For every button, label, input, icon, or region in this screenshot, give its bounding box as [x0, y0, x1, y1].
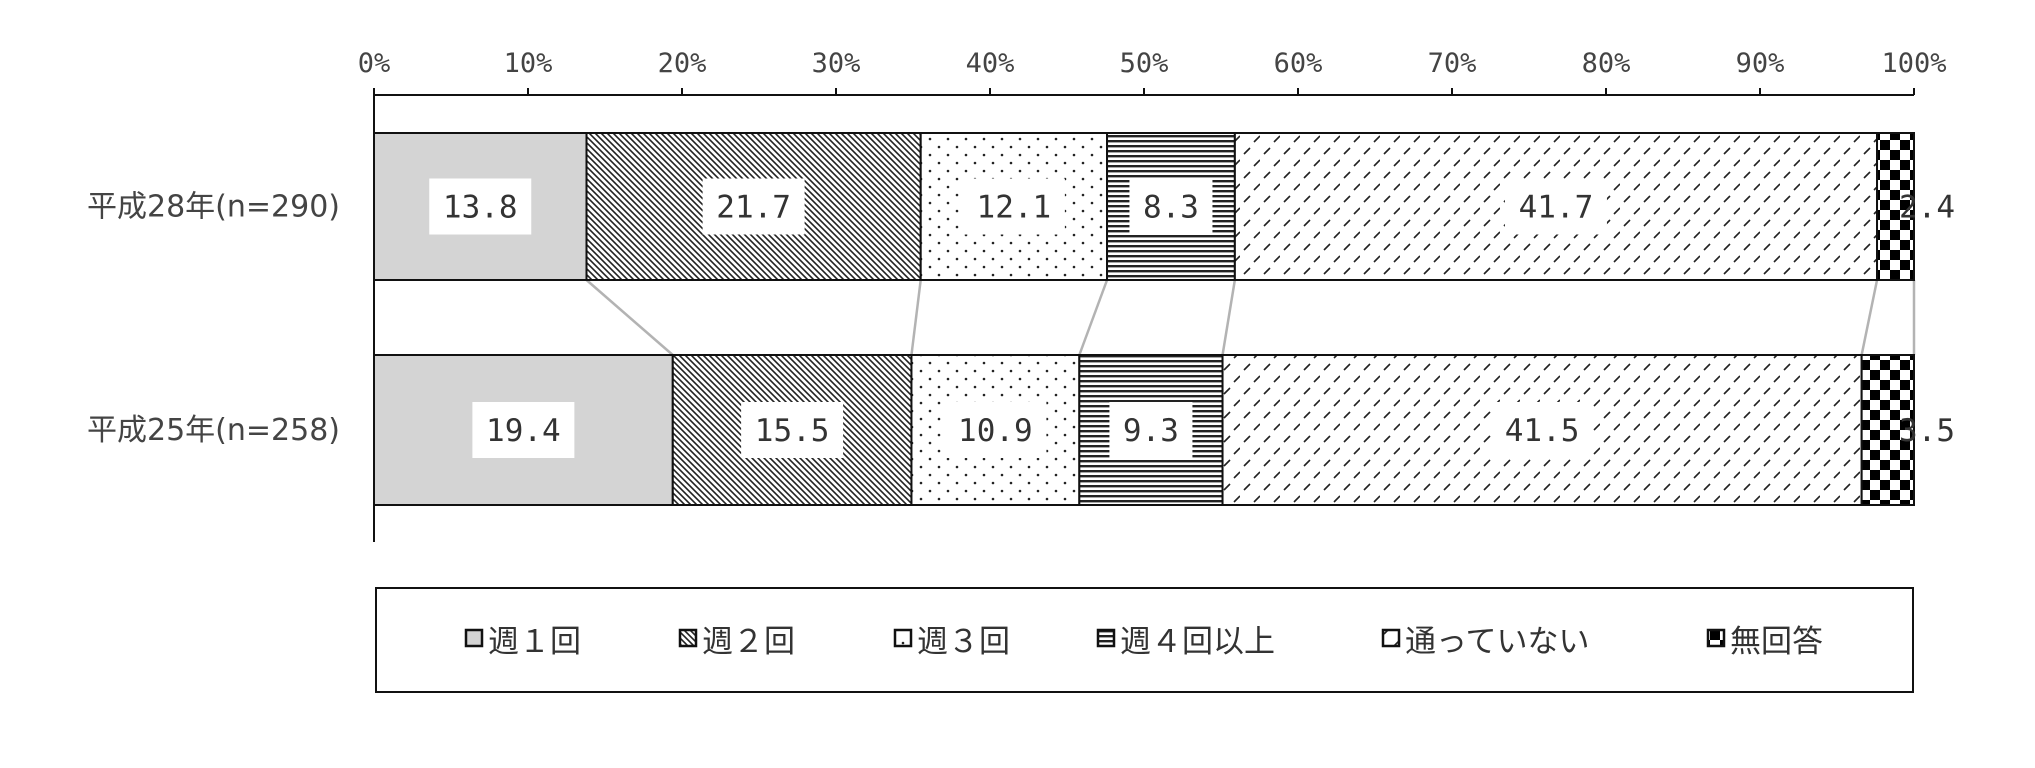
legend-label: 週４回以上	[1120, 624, 1275, 660]
legend-swatch	[464, 628, 484, 648]
value-label: 13.8	[443, 190, 518, 226]
value-label-box	[472, 402, 575, 458]
value-label: 10.9	[958, 413, 1033, 449]
x-tick-label: 10%	[504, 48, 553, 79]
bar-segment	[1233, 132, 1879, 281]
x-tick-label: 30%	[812, 48, 861, 79]
x-axis: 0% 10% 20% 30% 40% 50% 60% 70% 80% 90% 100%	[358, 48, 1947, 542]
value-label-box	[1129, 178, 1213, 235]
legend: 週１回 週２回 週３回 週４回以上 通っていない 無回答	[375, 587, 1914, 693]
legend-swatch	[1096, 628, 1116, 648]
x-tick-label: 100%	[1881, 48, 1946, 79]
x-tick-label: 0%	[358, 48, 391, 79]
legend-label: 週３回	[917, 624, 1010, 660]
x-tick-label: 80%	[1582, 48, 1631, 79]
connector-line	[910, 279, 922, 356]
legend-swatch	[1706, 628, 1726, 648]
legend-label: 無回答	[1730, 624, 1823, 660]
bar-segment	[1860, 354, 1916, 506]
value-label-box	[429, 178, 532, 235]
legend-label: 週２回	[702, 624, 795, 660]
value-label: 2.4	[1899, 190, 1955, 226]
value-label-box	[944, 402, 1047, 458]
value-label-box	[1109, 402, 1193, 458]
connector-line	[585, 279, 674, 356]
legend-label: 通っていない	[1405, 624, 1589, 660]
legend-box	[375, 587, 1914, 693]
category-label: 平成28年(n=290)	[87, 190, 340, 225]
legend-label: 週１回	[488, 624, 581, 660]
connector-line	[1221, 279, 1237, 356]
value-label-box	[962, 178, 1065, 235]
category-label: 平成25年(n=258)	[87, 413, 340, 448]
value-label-box	[1504, 178, 1607, 235]
category-labels: 平成28年(n=290) 平成25年(n=258)	[87, 190, 340, 449]
value-label: 21.7	[716, 190, 791, 226]
value-label: 41.7	[1519, 190, 1594, 226]
x-tick-label: 60%	[1274, 48, 1323, 79]
legend-swatch	[893, 628, 913, 648]
x-tick-label: 90%	[1736, 48, 1785, 79]
value-label-box	[702, 178, 805, 235]
value-label: 12.1	[977, 190, 1052, 226]
connector-line	[1078, 279, 1109, 356]
connector-line	[1860, 279, 1879, 356]
value-label: 3.5	[1899, 413, 1955, 449]
x-tick-label: 20%	[658, 48, 707, 79]
x-tick-label: 70%	[1428, 48, 1477, 79]
value-label-box	[741, 402, 844, 458]
value-label: 19.4	[486, 413, 561, 449]
legend-swatch	[678, 628, 698, 648]
value-label: 9.3	[1123, 413, 1179, 449]
value-label-box	[1491, 402, 1594, 458]
legend-swatch	[1381, 628, 1401, 648]
connector-lines	[585, 279, 1916, 356]
x-tick-label: 40%	[966, 48, 1015, 79]
bar-segment	[1876, 132, 1916, 281]
value-labels: 13.8 21.7 12.1 8.3 41.7 2.4 19.4 15.5 10.9 9.3 41.…	[429, 178, 1955, 458]
value-label: 8.3	[1143, 190, 1199, 226]
x-tick-label: 50%	[1120, 48, 1169, 79]
value-label: 15.5	[755, 413, 830, 449]
value-label: 41.5	[1505, 413, 1580, 449]
